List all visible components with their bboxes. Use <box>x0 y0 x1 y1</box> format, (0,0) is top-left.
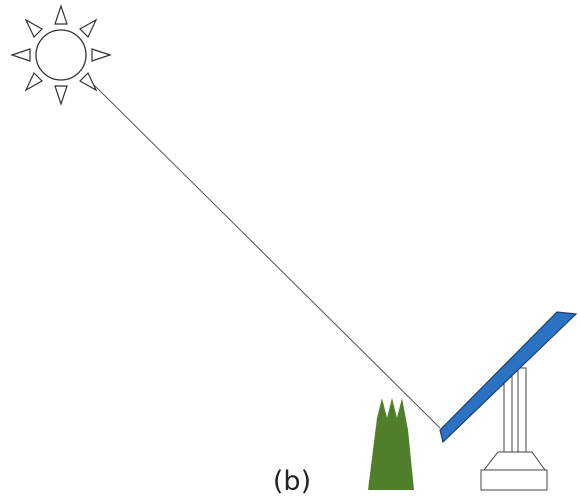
sun-ray-top-right <box>79 18 98 39</box>
sun-disc <box>35 29 87 81</box>
panel-support-base <box>480 469 548 491</box>
panel-support-foot <box>482 451 546 471</box>
sun-ray-bottom <box>54 85 68 106</box>
figure-label: (b) <box>272 466 312 497</box>
panel-support <box>480 367 548 491</box>
sun-ray-top-left <box>24 18 43 39</box>
tree-icon <box>368 398 414 490</box>
sun-ray-bottom-left <box>24 71 43 92</box>
solar-panel-icon <box>439 311 578 444</box>
light-ray <box>93 84 441 429</box>
sun-ray-bottom-right <box>79 71 98 92</box>
sun-icon <box>10 4 112 106</box>
sun-ray-left <box>10 48 31 62</box>
sun-ray-top <box>54 4 68 25</box>
sun-ray-right <box>91 48 112 62</box>
